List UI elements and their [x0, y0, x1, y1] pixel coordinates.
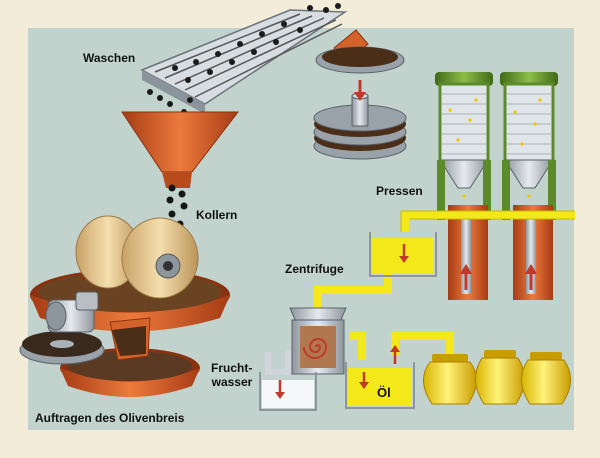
label-fruit-water-line2: wasser — [211, 375, 252, 389]
oil-jar — [521, 352, 570, 404]
label-oil: Öl — [377, 386, 391, 400]
settling-tank — [370, 232, 436, 276]
label-washing: Waschen — [83, 51, 135, 65]
centrifuge — [290, 308, 346, 374]
label-fruit-water-line1: Frucht- — [211, 361, 252, 375]
label-centrifuge: Zentrifuge — [285, 262, 344, 276]
label-grinding: Kollern — [196, 208, 237, 222]
oil-jar — [423, 354, 476, 404]
oil-jar — [475, 350, 524, 404]
label-fruit-water: Frucht- wasser — [211, 361, 252, 389]
label-paste-spreading: Auftragen des Olivenbreis — [35, 411, 184, 425]
label-pressing: Pressen — [376, 184, 423, 198]
oil-jars — [423, 350, 570, 404]
